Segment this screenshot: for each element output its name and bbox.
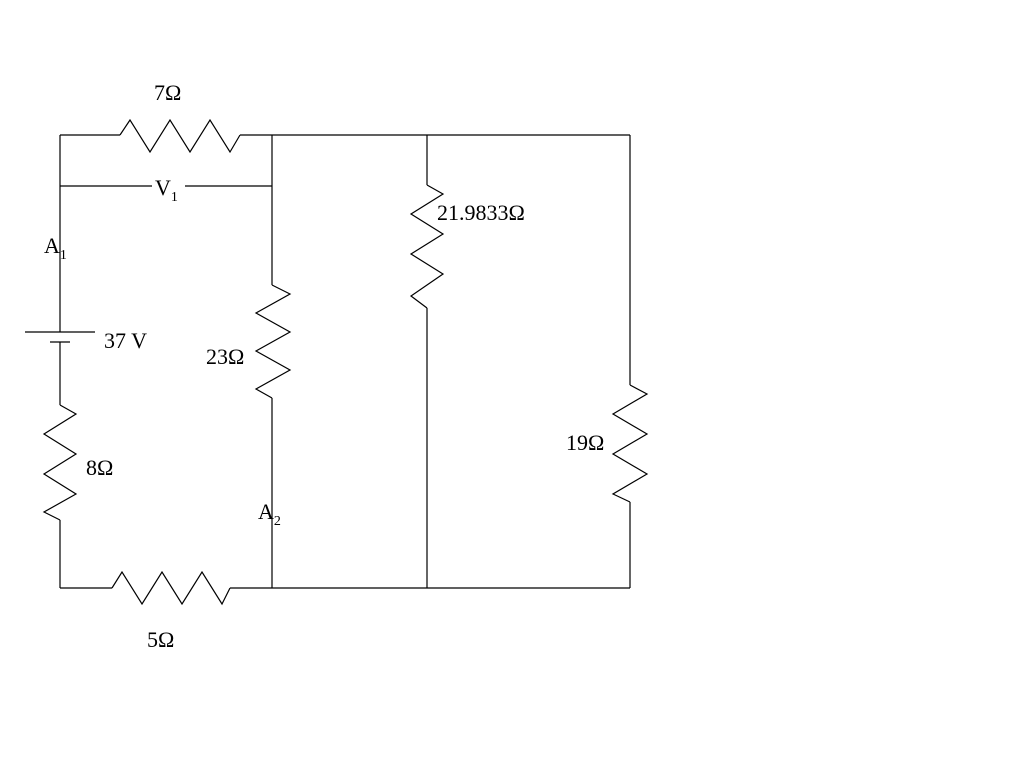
label-7-ohm: 7Ω (154, 80, 181, 105)
labels: 7Ω 5Ω 8Ω 23Ω 21.9833Ω 19Ω 37 V V1 A1 A2 (44, 80, 604, 652)
resistor-7-ohm (119, 118, 241, 154)
label-voltmeter: V1 (155, 175, 178, 205)
battery (25, 331, 95, 343)
label-19-ohm: 19Ω (566, 430, 604, 455)
ammeter-1-subscript: 1 (60, 248, 67, 263)
ammeter-2-subscript: 2 (274, 514, 281, 529)
label-battery-voltage: 37 V (104, 328, 147, 353)
label-ammeter-1: A1 (44, 233, 67, 263)
label-5-ohm: 5Ω (147, 627, 174, 652)
label-21-9833-ohm: 21.9833Ω (437, 200, 525, 225)
voltmeter-letter: V (155, 175, 171, 200)
label-8-ohm: 8Ω (86, 455, 113, 480)
resistors (42, 118, 649, 606)
label-ammeter-2: A2 (258, 499, 281, 529)
resistor-19-ohm (611, 384, 649, 503)
label-23-ohm: 23Ω (206, 344, 244, 369)
ammeter-1-letter: A (44, 233, 60, 258)
ammeter-2-letter: A (258, 499, 274, 524)
resistor-23-ohm (254, 284, 292, 399)
voltmeter-subscript: 1 (171, 190, 178, 205)
resistor-21-9833-ohm (409, 184, 445, 309)
resistor-5-ohm (111, 570, 231, 606)
wires (59, 134, 631, 589)
resistor-8-ohm (42, 404, 78, 521)
